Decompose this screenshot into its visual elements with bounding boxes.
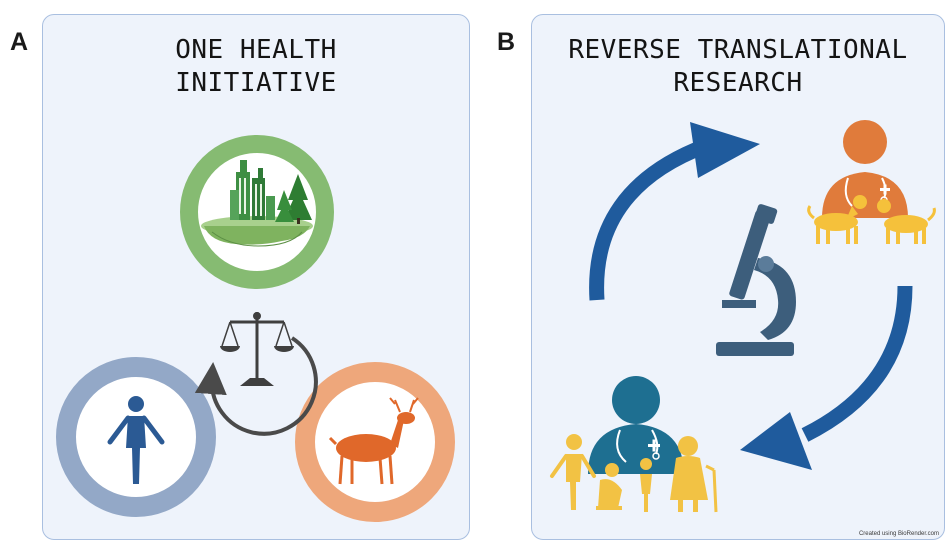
microscope-icon <box>716 204 796 356</box>
patients-group-icon <box>550 434 718 513</box>
dog-icon-2 <box>877 199 936 244</box>
downward-curved-arrow <box>740 285 913 470</box>
panel-b-title: REVERSE TRANSLATIONAL RESEARCH <box>531 34 945 100</box>
deer-icon <box>328 397 419 485</box>
biorender-credit: Created using BioRender.com <box>858 531 939 537</box>
balance-scale-icon <box>220 312 294 386</box>
panel-a-title-line2: INITIATIVE <box>175 68 337 98</box>
panel-a-title: ONE HEALTH INITIATIVE <box>42 34 470 100</box>
panel-b-title-line1: REVERSE TRANSLATIONAL <box>568 35 908 65</box>
panel-b-label: B <box>497 28 516 56</box>
dog-icon <box>807 195 867 244</box>
panel-a-label: A <box>10 28 29 56</box>
city-forest-island-icon <box>201 160 313 247</box>
cycle-arrow <box>194 336 318 436</box>
upward-curved-arrow <box>589 122 760 301</box>
panel-b-title-line2: RESEARCH <box>673 68 803 98</box>
doctor-icon <box>588 376 684 474</box>
person-icon <box>107 396 165 484</box>
panel-a-title-line1: ONE HEALTH <box>175 35 337 65</box>
